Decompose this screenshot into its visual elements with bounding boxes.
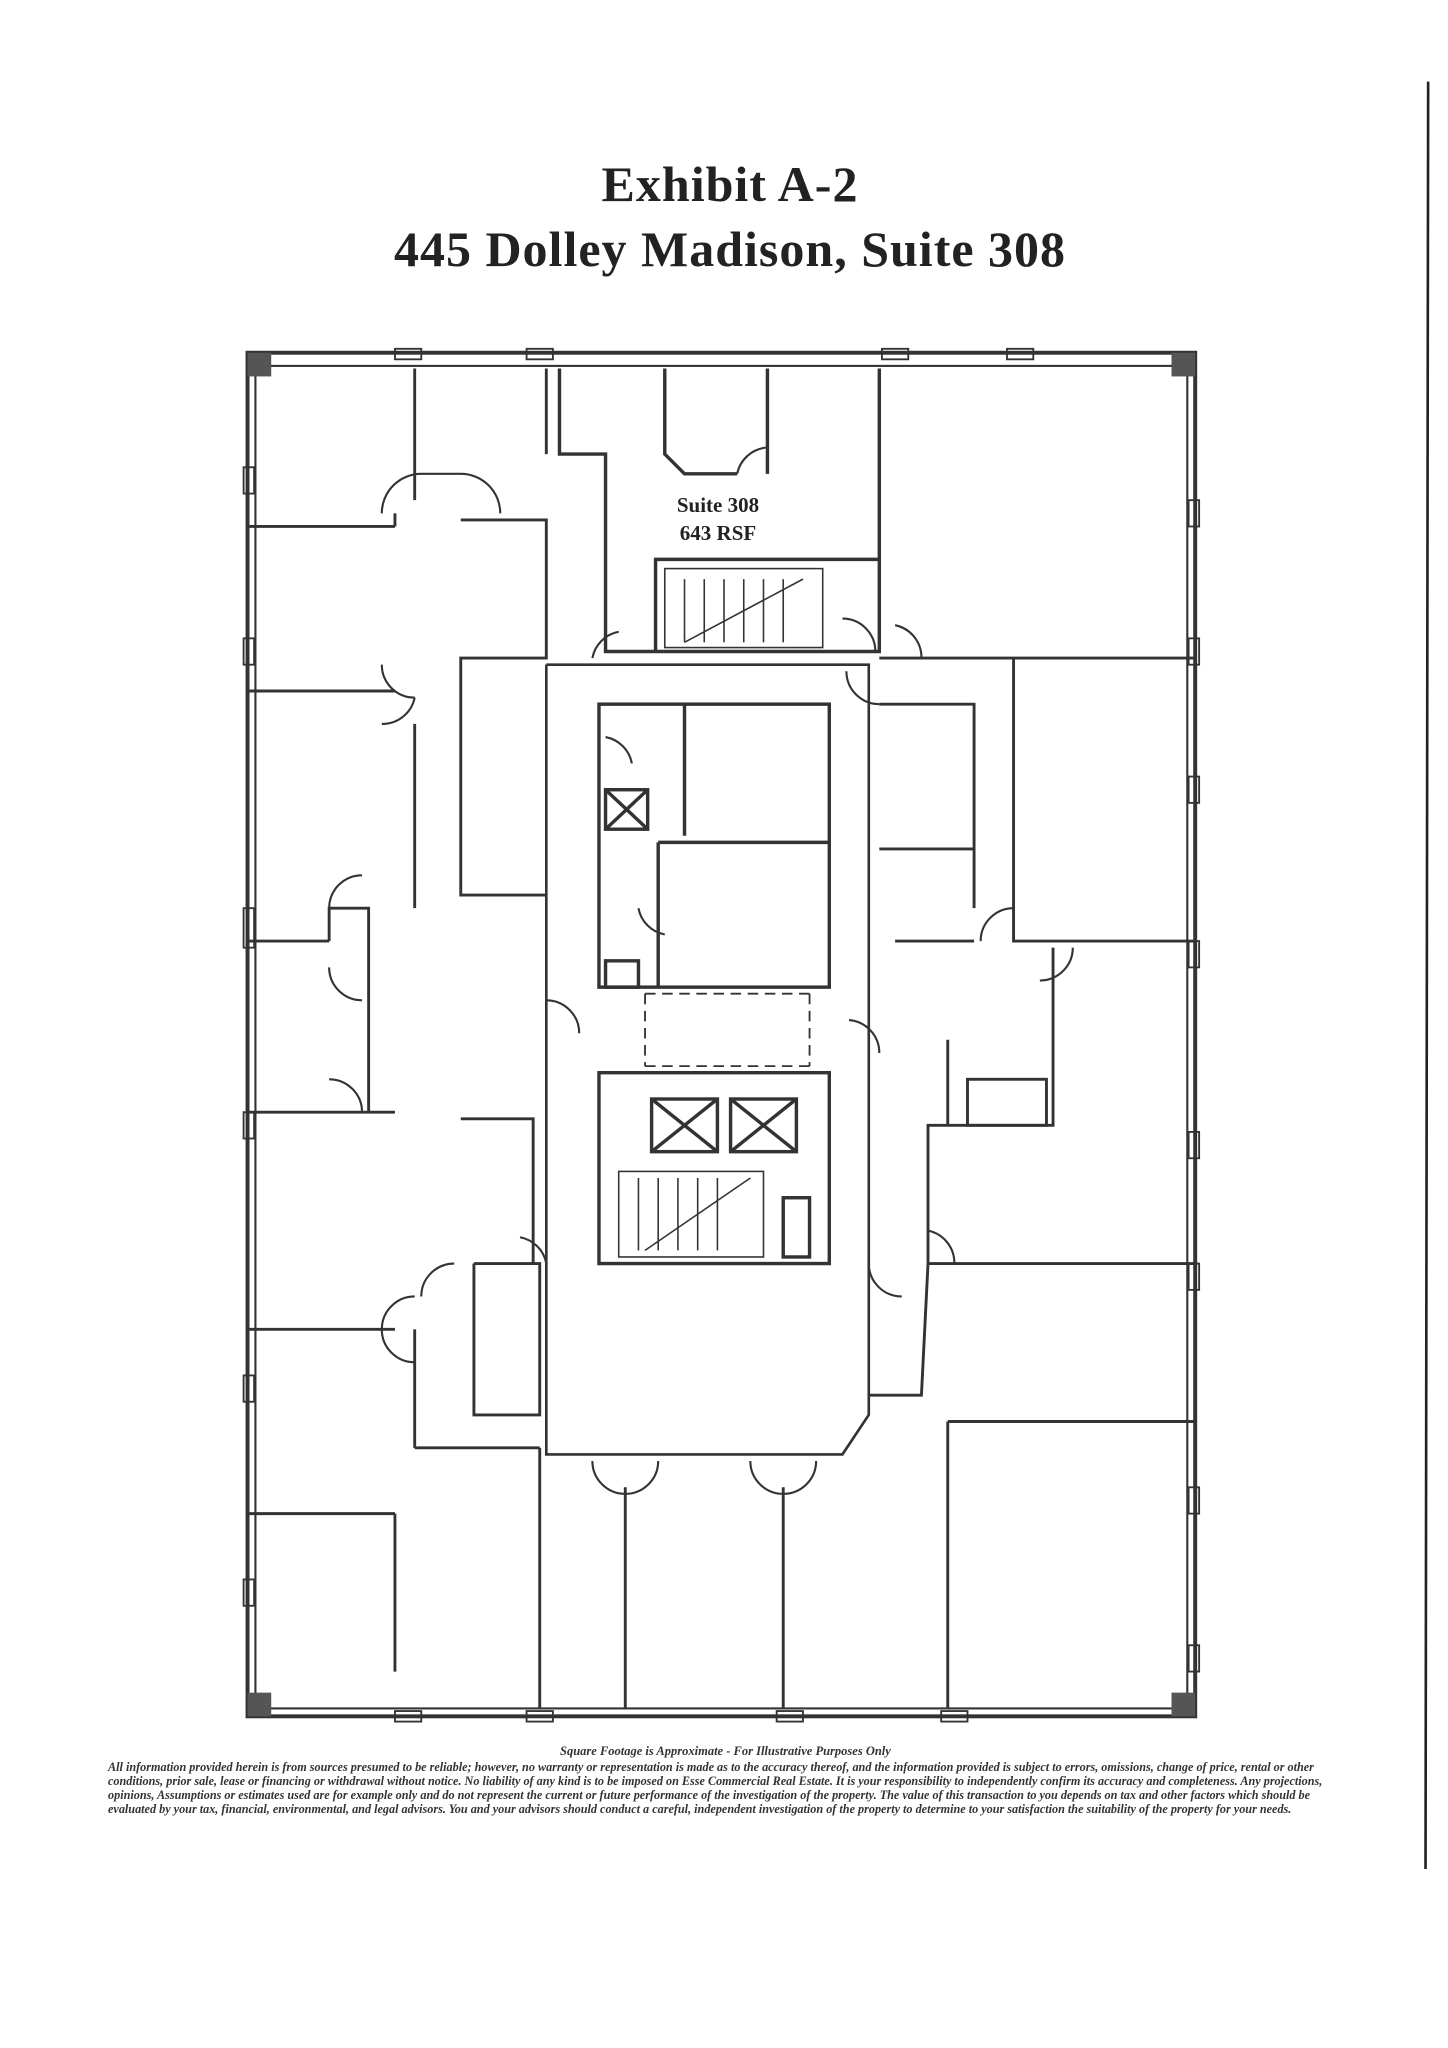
suite-308-outline bbox=[557, 368, 882, 654]
exhibit-title: Exhibit A-2 bbox=[601, 156, 859, 212]
perimeter-columns bbox=[242, 347, 1201, 1723]
scan-edge-line bbox=[1424, 81, 1430, 1869]
suite-area: 643 RSF bbox=[679, 521, 757, 545]
building-inner-wall bbox=[254, 364, 1189, 1710]
corner-columns bbox=[247, 352, 1196, 1717]
building-core bbox=[544, 663, 871, 1456]
suite-label: Suite 308 bbox=[676, 493, 760, 517]
west-corridor bbox=[459, 368, 548, 1709]
building-outer-wall bbox=[245, 350, 1198, 1719]
east-offices bbox=[623, 656, 1196, 1709]
stair-south bbox=[617, 1170, 765, 1258]
property-address: 445 Dolley Madison, Suite 308 bbox=[393, 221, 1067, 277]
square-footage-note: Square Footage is Approximate - For Illu… bbox=[560, 1744, 891, 1758]
disclaimer-text: All information provided herein is from … bbox=[108, 1760, 1323, 1816]
west-offices bbox=[247, 368, 540, 1672]
door-swings bbox=[328, 446, 1074, 1495]
stair-north bbox=[663, 567, 824, 649]
